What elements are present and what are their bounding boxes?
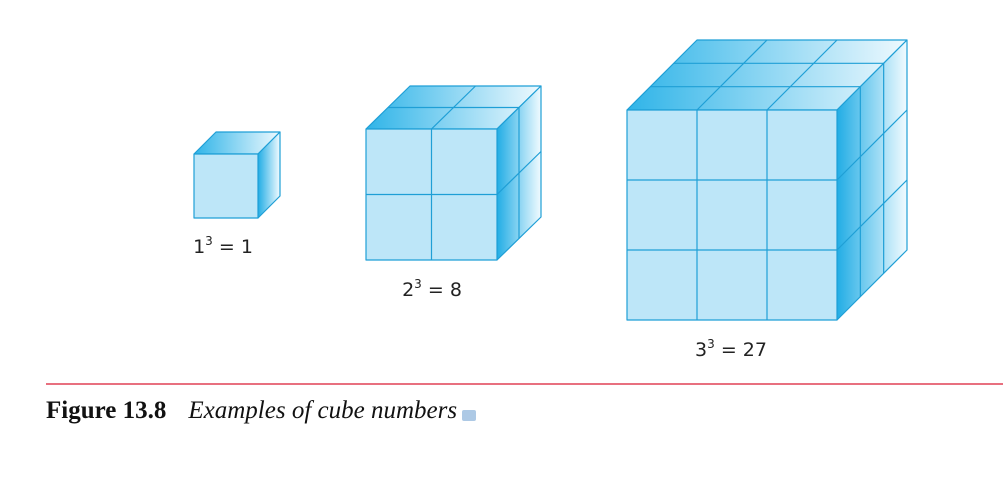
cube-label-1: 13 = 1 [193, 234, 253, 258]
figure-caption-text: Examples of cube numbers [188, 397, 458, 424]
cube-label-3: 33 = 27 [695, 337, 767, 361]
caption-divider [46, 383, 1003, 385]
cube-3x3x3 [626, 39, 908, 321]
cube-front-face [193, 153, 259, 219]
side-grid-line [836, 109, 908, 181]
side-grid-line [836, 179, 908, 251]
figure-caption: Figure 13.8 Examples of cube numbers [46, 397, 457, 425]
cube-front-face [626, 109, 838, 321]
cube-label-2: 23 = 8 [402, 277, 462, 301]
top-grid-line [766, 39, 838, 111]
cube-1x1x1 [193, 131, 281, 219]
figure-number: Figure 13.8 [46, 397, 167, 424]
top-grid-line [696, 39, 768, 111]
text-cursor-marker [462, 410, 476, 421]
cube-2x2x2 [365, 85, 542, 261]
